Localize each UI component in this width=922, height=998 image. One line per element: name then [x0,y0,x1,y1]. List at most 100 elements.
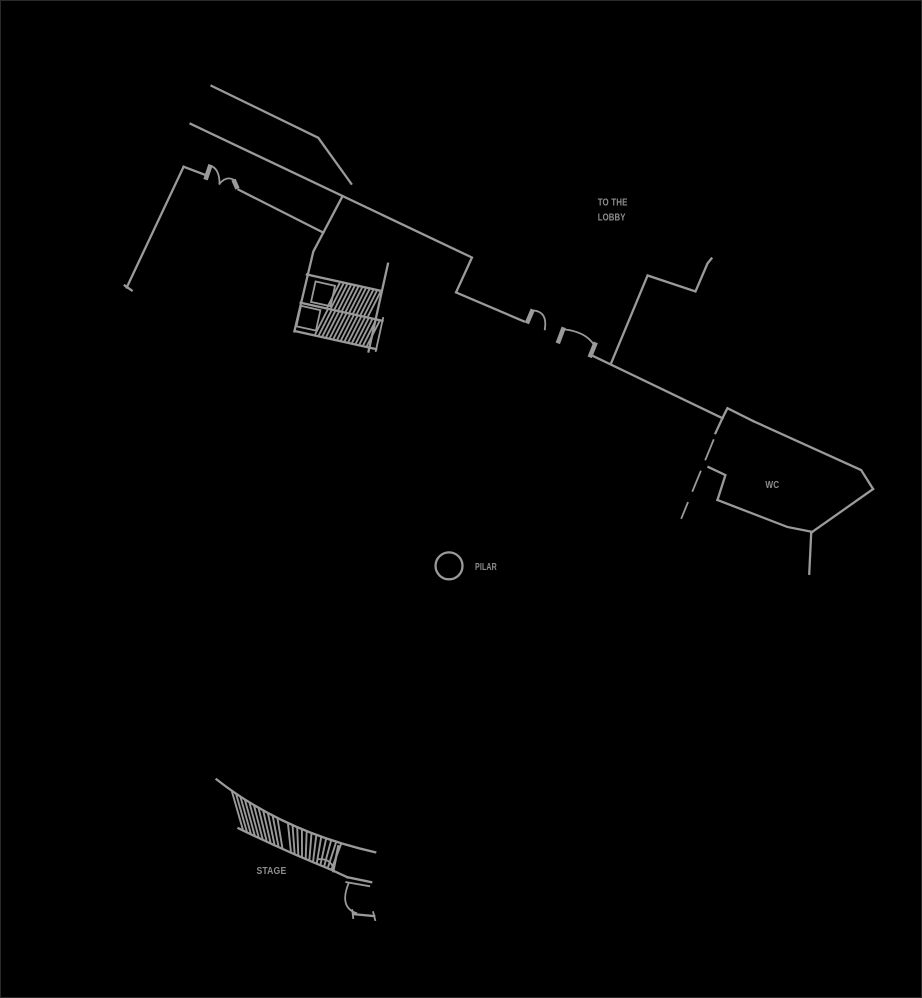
staircase [294,262,390,353]
wc-room [592,354,875,576]
stage-door-swing-arc [344,882,358,915]
label-lobby-line1: TO THE [598,198,628,209]
wall-after-left-door [236,188,325,235]
stair-treads-upper [326,282,382,318]
stage-area [214,777,377,922]
label-stage: STAGE [256,866,286,877]
hatch-line [323,839,333,868]
hatch-line [314,309,329,335]
wc-entrance-left [713,416,724,435]
hatch-line [348,287,363,313]
central-door-jamb-1 [524,308,535,325]
label-lobby-line2: LOBBY [598,213,626,224]
central-door-swing-arc-1 [531,309,547,331]
central-door-swing-arc-2 [562,328,595,346]
stair-right-rail-2 [374,316,385,353]
wall-stair-connector [292,195,344,333]
label-pillar: PILAR [475,562,497,573]
wall-left-room-top [182,165,207,177]
wc-wall-left [706,465,727,502]
wall-left-room-side [125,165,186,289]
left-door-jamb-2 [231,178,240,190]
hatch-line [262,810,272,844]
labels: TO THE LOBBY WC PILAR STAGE [256,198,779,878]
hatch-line [239,796,252,835]
hatch-line [337,284,352,311]
wall-to-wc [592,354,724,420]
wc-wall-right [810,487,875,534]
hatch-line [325,311,340,338]
stair-top-rail [305,273,383,293]
hatch-line [276,817,284,850]
stage-door-tick-2 [372,911,377,922]
hatch-line [304,831,308,860]
left-door-swing-arc-1 [209,164,221,185]
hatch-line [347,316,362,343]
stair-mid-rail [299,301,384,323]
wc-wall-top [751,419,875,491]
hatch-line [319,838,328,866]
hatch-line [296,827,300,856]
hatch-line [321,310,336,337]
hatch-line [336,314,351,340]
pillar-circle [434,551,464,581]
hatch-line [359,289,374,316]
hatch-line [366,320,381,347]
stage-curve-outer [214,777,377,854]
hatch-line [329,312,344,339]
hatch-line [351,317,366,344]
hatch-line [355,288,371,315]
stage-door-tick-1 [351,909,355,920]
hatch-line [341,285,356,312]
wall-lobby-zigzag [609,256,714,366]
hatch-line [340,315,355,341]
stage-small-arc [317,858,335,870]
central-door-post [555,326,566,345]
hatch-line [248,802,260,839]
staircase-area [292,195,390,353]
stage-door-jamb [331,844,340,873]
hatch-line [266,812,276,846]
hatch-line [326,282,341,308]
hatch-line [312,834,318,863]
hatch-line [286,822,292,853]
wc-wall-bottom [715,498,814,534]
hatch-line [343,315,359,342]
left-door-swing-arc-2 [218,177,235,185]
hatch-line [367,291,382,318]
hatch-line [352,288,367,314]
hatch-line [317,310,333,336]
label-wc: WC [765,480,779,491]
wc-stub [808,530,813,576]
stair-landing-1 [309,280,337,308]
left-room [123,164,325,293]
hatch-line [326,841,338,869]
hatch-line [235,793,249,833]
corridor-walls [189,84,526,323]
pillar [434,551,464,581]
stair-bottom-rail [294,330,378,351]
hatch-line [332,313,348,340]
hatch-line [291,825,296,855]
hatch-line [243,799,256,837]
stage-edge-hatching [230,790,343,871]
hatch-line [354,318,370,344]
hatch-line [257,807,268,843]
stair-treads-lower [314,309,381,347]
stage-wall-connect [332,869,349,879]
hatch-line [333,283,349,310]
hatch-line [308,832,313,861]
hatch-line [330,283,345,309]
hatch-line [344,286,360,313]
hatch-line [358,319,373,345]
wall-left-room-endcap [123,283,134,293]
stage-wall-stub-1 [345,875,373,884]
hatch-line [271,815,280,848]
hatch-line [363,290,378,317]
wc-entrance-jog [720,406,755,423]
stair-landing-2 [295,304,322,332]
hatch-line [230,790,245,831]
stage-curve-inner [236,826,334,872]
